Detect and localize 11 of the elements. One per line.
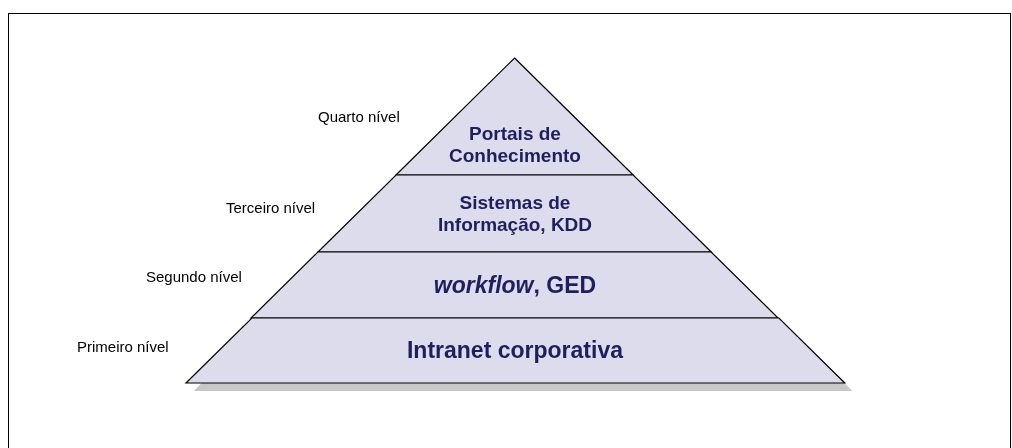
pyramid-tier <box>318 175 712 252</box>
tier-label: Portais de Conhecimento <box>448 123 582 167</box>
tier-label: Sistemas de Informação, KDD <box>436 191 594 236</box>
level-label: Quarto nível <box>318 108 400 125</box>
pyramid-tier <box>185 318 845 383</box>
tier-label: workflow, GED <box>432 271 598 299</box>
level-label: Segundo nível <box>146 268 242 285</box>
level-label: Terceiro nível <box>226 199 316 216</box>
pyramid-tier <box>251 252 779 318</box>
level-label: Primeiro nível <box>77 338 169 355</box>
tier-label: Intranet corporativa <box>406 337 625 364</box>
